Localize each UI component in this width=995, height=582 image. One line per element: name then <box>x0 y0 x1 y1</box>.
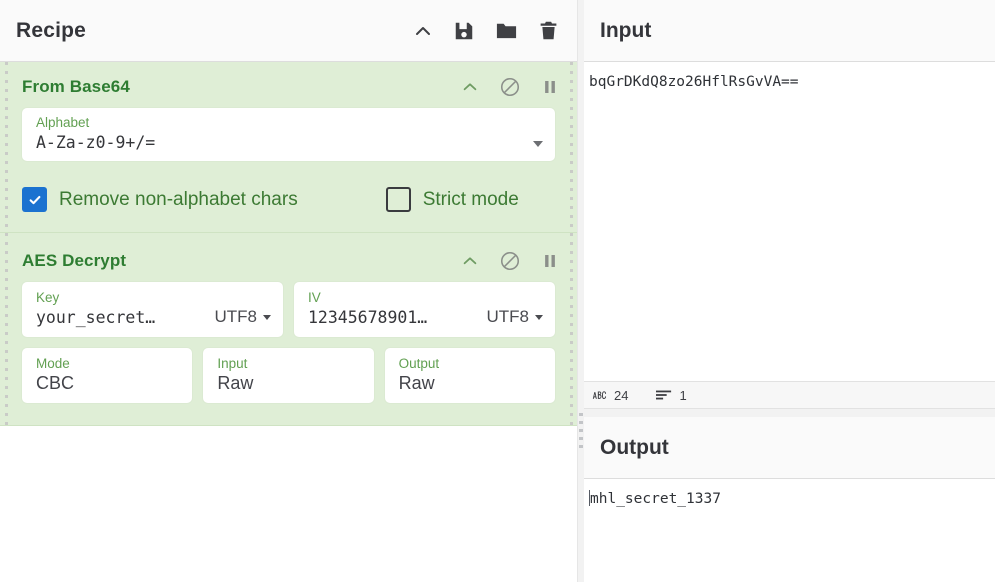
trash-icon[interactable] <box>538 20 559 41</box>
input-title: Input <box>600 18 652 42</box>
chevron-down-icon <box>535 314 543 320</box>
splitter-grip[interactable] <box>579 413 583 451</box>
io-pane: Input bqGrDKdQ8zo26HflRsGvVA== 24 <box>584 0 995 582</box>
input-type-label: Input <box>217 356 248 371</box>
character-count-value: 24 <box>614 387 629 403</box>
pause-icon[interactable] <box>541 252 559 270</box>
alphabet-select[interactable]: Alphabet A-Za-z0-9+/= <box>22 108 555 161</box>
character-count: 24 <box>592 388 628 403</box>
save-icon[interactable] <box>453 20 475 42</box>
pause-icon[interactable] <box>541 78 559 96</box>
mode-select[interactable]: Mode CBC <box>22 348 193 403</box>
recipe-header-icons <box>413 19 559 42</box>
input-type-value: Raw <box>217 373 254 393</box>
key-encoding-select[interactable]: UTF8 <box>214 307 271 327</box>
disable-icon[interactable] <box>499 76 521 98</box>
alphabet-value: A-Za-z0-9+/= <box>36 133 156 152</box>
text-caret <box>589 490 590 506</box>
operation-icons <box>461 250 559 272</box>
chevron-down-icon <box>263 314 271 320</box>
recipe-header: Recipe <box>0 0 577 62</box>
key-value[interactable]: your_secret… <box>36 308 156 327</box>
io-splitter[interactable] <box>584 409 995 417</box>
input-status-bar: 24 1 <box>584 381 995 409</box>
drag-handle-right[interactable] <box>568 233 574 425</box>
iv-label: IV <box>308 290 321 305</box>
iv-encoding-value: UTF8 <box>486 307 530 326</box>
output-type-value: Raw <box>398 373 435 393</box>
operation-header: AES Decrypt <box>0 233 577 282</box>
disable-icon[interactable] <box>499 250 521 272</box>
checkbox-box-checked[interactable] <box>22 187 47 212</box>
recipe-pane: Recipe <box>0 0 578 582</box>
output-value: mhl_secret_1337 <box>590 491 721 507</box>
operation-aes-decrypt[interactable]: AES Decrypt <box>0 233 577 426</box>
output-title: Output <box>600 435 669 459</box>
chevron-up-icon[interactable] <box>461 252 479 270</box>
key-iv-row: Key your_secret… UTF8 IV <box>22 282 555 337</box>
operation-title: From Base64 <box>22 77 130 96</box>
operation-args: Alphabet A-Za-z0-9+/= <box>0 108 577 177</box>
operation-header: From Base64 <box>0 62 577 108</box>
line-count-value: 1 <box>679 387 687 403</box>
checkbox-remove-non-alphabet[interactable]: Remove non-alphabet chars <box>22 187 298 212</box>
checkbox-label: Strict mode <box>422 188 519 210</box>
input-textarea[interactable]: bqGrDKdQ8zo26HflRsGvVA== <box>584 62 995 381</box>
chevron-down-icon[interactable] <box>533 141 543 147</box>
checkbox-strict-mode[interactable]: Strict mode <box>385 187 519 212</box>
key-encoding-value: UTF8 <box>214 307 258 326</box>
lines-icon <box>656 389 672 401</box>
iv-value[interactable]: 12345678901… <box>308 308 428 327</box>
checkbox-label: Remove non-alphabet chars <box>59 188 298 210</box>
output-header: Output <box>584 417 995 479</box>
output-textarea[interactable]: mhl_secret_1337 <box>584 479 995 582</box>
alphabet-label: Alphabet <box>36 115 90 130</box>
operation-list: From Base64 <box>0 62 577 426</box>
operation-from-base64[interactable]: From Base64 <box>0 62 577 233</box>
drag-handle-right[interactable] <box>568 62 574 232</box>
input-type-select[interactable]: Input Raw <box>203 348 374 403</box>
input-panel: Input bqGrDKdQ8zo26HflRsGvVA== 24 <box>584 0 995 409</box>
line-count: 1 <box>656 387 687 403</box>
output-type-label: Output <box>398 356 440 371</box>
output-type-select[interactable]: Output Raw <box>384 348 555 403</box>
operation-icons <box>461 76 559 98</box>
chevron-up-icon[interactable] <box>461 78 479 96</box>
recipe-body: From Base64 <box>0 62 577 582</box>
operation-args: Key your_secret… UTF8 IV <box>0 282 577 403</box>
output-panel: Output mhl_secret_1337 <box>584 417 995 582</box>
mode-label: Mode <box>36 356 70 371</box>
checkbox-row: Remove non-alphabet chars Strict mode <box>0 177 577 232</box>
folder-icon[interactable] <box>495 19 518 42</box>
operation-title: AES Decrypt <box>22 251 127 270</box>
mode-value: CBC <box>36 373 75 393</box>
checkbox-box-unchecked[interactable] <box>385 187 411 212</box>
key-field[interactable]: Key your_secret… UTF8 <box>22 282 283 337</box>
page-title: Recipe <box>16 18 87 42</box>
iv-field[interactable]: IV 12345678901… UTF8 <box>294 282 555 337</box>
key-label: Key <box>36 290 60 305</box>
chevron-up-icon[interactable] <box>413 21 433 41</box>
iv-encoding-select[interactable]: UTF8 <box>486 307 543 327</box>
pane-splitter[interactable] <box>578 0 584 582</box>
mode-input-output-row: Mode CBC Input Raw <box>22 348 555 403</box>
input-header: Input <box>584 0 995 62</box>
drag-handle-left[interactable] <box>3 62 9 232</box>
drag-handle-left[interactable] <box>3 233 9 425</box>
abc-icon <box>592 390 607 401</box>
